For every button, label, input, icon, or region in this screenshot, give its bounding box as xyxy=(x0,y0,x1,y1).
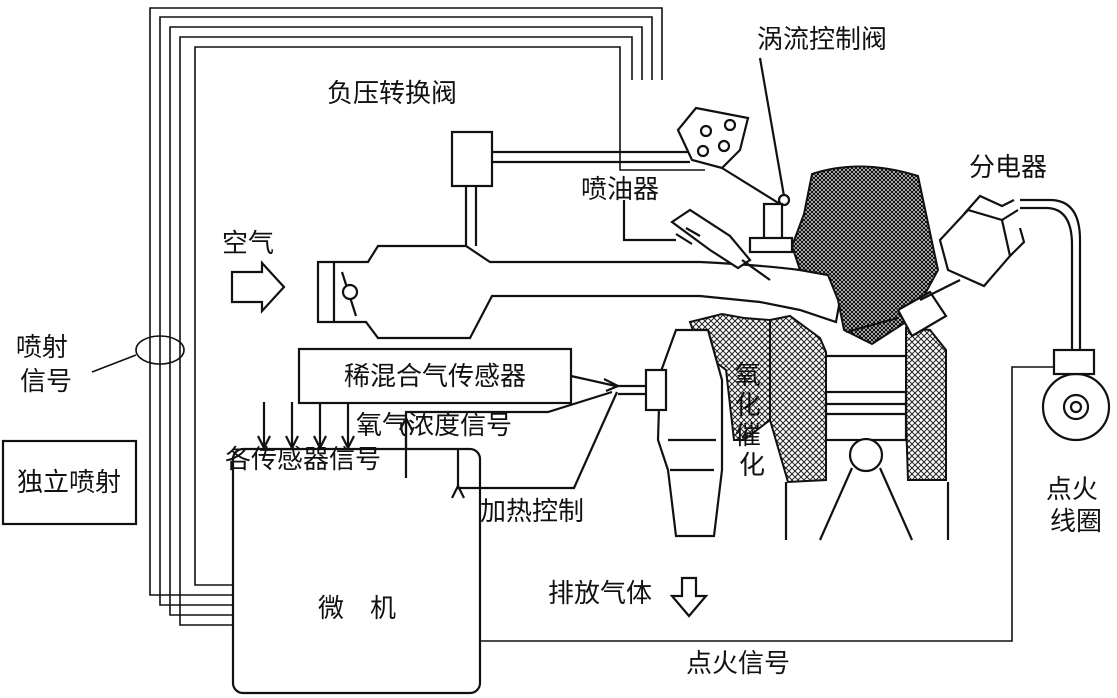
distributor-label: 分电器 xyxy=(969,153,1047,183)
swirl-control-valve xyxy=(676,57,794,254)
lean-sensor-box: 稀混合气传感器 xyxy=(297,347,621,405)
injection-signal-line-2: 信号 xyxy=(20,367,72,397)
ignition-coil-line-1: 点火 xyxy=(1046,475,1098,505)
oxidation-char-1: 氧 xyxy=(735,361,761,391)
vacuum-valve-label: 负压转换阀 xyxy=(327,79,457,109)
ignition-wiring xyxy=(480,366,1054,642)
oxidation-char-3: 催 xyxy=(735,421,761,451)
injection-signal-line-1: 喷射 xyxy=(16,333,68,363)
injection-signal-label: 喷射 信号 xyxy=(16,333,76,397)
microcomputer-box: 微 机 xyxy=(231,447,482,695)
independent-injection-box: 独立喷射 xyxy=(1,439,138,526)
cylinder-block xyxy=(769,314,950,541)
wiring-harness xyxy=(91,7,705,626)
air-label: 空气 xyxy=(222,229,274,259)
oxidation-char-2: 化 xyxy=(735,391,761,421)
distributor xyxy=(938,194,1026,288)
exhaust-arrow-icon xyxy=(669,576,709,618)
heating-control-label: 加热控制 xyxy=(480,497,584,527)
lean-sensor-label: 稀混合气传感器 xyxy=(344,362,526,392)
oxidation-char-4: 化 xyxy=(739,451,765,481)
sensor-signals-label: 各传感器信号 xyxy=(225,445,381,475)
air-arrow-icon xyxy=(230,260,286,314)
exhaust-manifold xyxy=(618,312,771,538)
injection-signal-bundle-ring xyxy=(135,335,185,365)
independent-injection-label: 独立喷射 xyxy=(17,468,121,498)
ignition-coil xyxy=(1020,198,1111,442)
vacuum-switching-valve xyxy=(450,130,690,246)
fuel-injector xyxy=(622,200,771,281)
spark-plug xyxy=(845,279,961,338)
microcomputer-label: 微 机 xyxy=(318,594,396,624)
cylinder-head xyxy=(790,165,940,346)
oxidation-catalyst-label: 氧 化 催 化 xyxy=(735,361,769,481)
ignition-coil-line-2: 线圈 xyxy=(1050,507,1102,537)
ignition-coil-label: 点火 线圈 xyxy=(1046,475,1106,537)
ignition-signal-label: 点火信号 xyxy=(686,649,790,679)
turbo-valve-label: 涡流控制阀 xyxy=(757,25,887,55)
injector-label: 喷油器 xyxy=(581,175,659,205)
oxygen-signal-label: 氧气浓度信号 xyxy=(356,411,512,441)
sensor-signal-arrows xyxy=(257,390,619,499)
intake-manifold xyxy=(316,244,842,340)
exhaust-label: 排放气体 xyxy=(548,579,652,609)
